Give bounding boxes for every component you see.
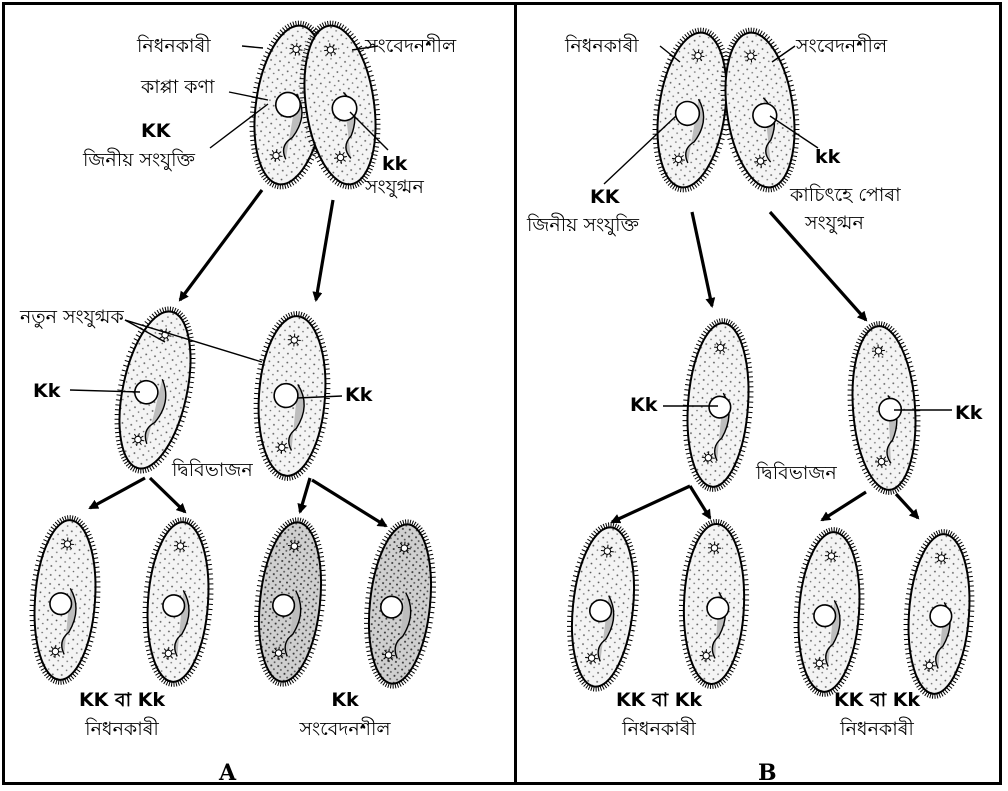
b-arrow-div-r2: [896, 494, 918, 518]
a-division-label: দ্বিবিভাজন: [172, 459, 253, 481]
a-arrow-parent-right: [316, 200, 333, 300]
a-parent-left-label: নিধনকাৰী: [137, 35, 211, 57]
b-arrow-div-l2: [690, 486, 710, 518]
panel-letter-b: B: [758, 760, 777, 786]
a-bottom-cell-2-nucleus: [162, 594, 185, 617]
b-right-caption-line2: সংযুগ্মন: [805, 212, 864, 234]
b-parent-sensitive-cell: [711, 23, 809, 198]
b-bottom-cell-4-nucleus: [929, 605, 952, 628]
b-mid-right-genotype: Kk: [955, 402, 982, 424]
b-bottom-left-phenotype: নিধনকাৰী: [622, 718, 696, 740]
b-arrow-parent-left: [692, 212, 712, 306]
a-mid-right-cell: [248, 309, 336, 484]
a-kappa-label: কাপ্পা কণা: [141, 76, 215, 98]
b-right-caption-line1: কাচিৎহে পোৰা: [790, 184, 901, 206]
b-arrow-div-l1: [612, 486, 690, 522]
b-bottom-right-genotype: KK বা Kk: [834, 689, 920, 711]
b-mid-left-cell-nucleus: [708, 396, 731, 419]
b-bottom-cell-4: [898, 527, 980, 701]
a-left-caption: জিনীয় সংযুক্তি: [83, 149, 195, 171]
b-bottom-cell-2: [676, 518, 752, 690]
b-right-genotype: kk: [815, 146, 840, 168]
b-bottom-right-phenotype: নিধনকাৰী: [840, 718, 914, 740]
b-parent-left-label: নিধনকাৰী: [565, 35, 639, 57]
b-bottom-left-genotype: KK বা Kk: [616, 689, 702, 711]
a-right-genotype: kk: [382, 153, 407, 175]
a-bottom-cell-1-nucleus: [49, 592, 72, 615]
b-mid-right-cell: [842, 319, 926, 497]
a-bottom-cell-3: [246, 514, 333, 690]
a-bottom-cell-2: [137, 515, 219, 689]
a-bottom-right-genotype: Kk: [331, 689, 358, 711]
a-bottom-left-phenotype: নিধনকাৰী: [85, 718, 159, 740]
b-parent-right-label: সংবেদনশীল: [796, 35, 887, 57]
a-mid-right-genotype: Kk: [345, 384, 372, 406]
a-bottom-cell-4: [356, 516, 443, 692]
a-new-conjugant-label: নতুন সংযুগ্মক: [20, 306, 124, 328]
a-mid-right-cell-nucleus: [273, 383, 298, 408]
a-arrow-div-l2: [150, 478, 185, 512]
b-mid-left-cell: [677, 316, 759, 494]
a-arrow-div-r1: [300, 478, 310, 512]
a-arrow-parent-left: [180, 190, 262, 300]
a-right-caption: সংযুগ্মন: [365, 176, 424, 198]
b-left-genotype: KK: [590, 186, 619, 208]
b-division-label: দ্বিবিভাজন: [756, 462, 837, 484]
a-arrow-div-r2: [312, 480, 386, 526]
a-left-genotype: KK: [141, 120, 170, 142]
a-leader-killer: [242, 46, 263, 48]
b-bottom-cell-3-nucleus: [813, 604, 836, 627]
b-bottom-cell-3: [788, 525, 870, 699]
a-parent-right-label: সংবেদনশীল: [365, 35, 456, 57]
a-bottom-right-phenotype: সংবেদনশীল: [299, 718, 390, 740]
b-bottom-cell-2-nucleus: [707, 597, 729, 619]
a-mid-left-genotype: Kk: [33, 380, 60, 402]
b-bottom-cell-1: [559, 519, 646, 695]
b-left-caption: জিনীয় সংযুক্তি: [527, 214, 639, 236]
b-arrow-div-r1: [822, 492, 866, 520]
b-mid-left-genotype: Kk: [630, 394, 657, 416]
panel-letter-a: A: [219, 760, 236, 786]
a-bottom-cell-1: [24, 513, 106, 687]
a-arrow-div-l1: [90, 478, 145, 508]
a-bottom-left-genotype: KK বা Kk: [79, 689, 165, 711]
